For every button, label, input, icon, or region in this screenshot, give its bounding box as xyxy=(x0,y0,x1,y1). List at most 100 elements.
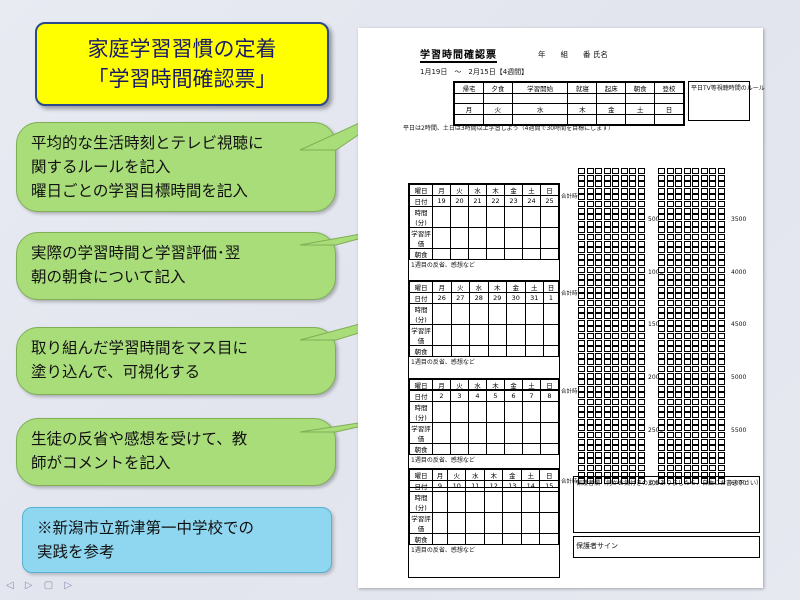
grid-cell[interactable] xyxy=(692,168,699,174)
grid-cell[interactable] xyxy=(692,438,699,445)
grid-cell[interactable] xyxy=(709,260,716,267)
grid-cell[interactable] xyxy=(612,458,619,465)
grid-cell[interactable] xyxy=(603,326,611,333)
grid-cell[interactable] xyxy=(709,306,716,313)
grid-cell[interactable] xyxy=(629,372,636,379)
grid-cell[interactable] xyxy=(578,181,585,188)
grid-cell[interactable] xyxy=(658,372,665,379)
grid-cell[interactable] xyxy=(675,293,682,300)
grid-cell[interactable] xyxy=(683,346,691,353)
grid-cell[interactable] xyxy=(709,359,716,366)
grid-cell[interactable] xyxy=(586,346,594,353)
grid-cell[interactable] xyxy=(603,313,611,320)
entry-cell[interactable] xyxy=(504,401,523,423)
grid-cell[interactable] xyxy=(620,445,628,452)
grid-cell[interactable] xyxy=(603,207,611,214)
grid-cell[interactable] xyxy=(603,280,611,287)
grid-cell[interactable] xyxy=(675,438,682,445)
grid-cell[interactable] xyxy=(700,333,708,339)
grid-cell[interactable] xyxy=(620,267,628,273)
grid-cell[interactable] xyxy=(709,207,716,214)
grid-cell[interactable] xyxy=(700,458,708,465)
grid-cell[interactable] xyxy=(595,465,602,471)
grid-cell[interactable] xyxy=(692,425,699,432)
grid-cell[interactable] xyxy=(675,253,682,260)
grid-cell[interactable] xyxy=(683,392,691,399)
grid-cell[interactable] xyxy=(683,240,691,247)
grid-cell[interactable] xyxy=(578,385,585,392)
grid-cell[interactable] xyxy=(586,432,594,438)
grid-cell[interactable] xyxy=(692,339,699,346)
grid-cell[interactable] xyxy=(692,451,699,458)
grid-cell[interactable] xyxy=(612,187,619,194)
grid-cell[interactable] xyxy=(709,240,716,247)
grid-cell[interactable] xyxy=(692,293,699,300)
grid-cell[interactable] xyxy=(603,372,611,379)
grid-cell[interactable] xyxy=(709,187,716,194)
grid-cell[interactable] xyxy=(717,478,725,485)
grid-cell[interactable] xyxy=(700,293,708,300)
grid-cell[interactable] xyxy=(578,227,585,234)
grid-cell[interactable] xyxy=(717,418,725,425)
grid-cell[interactable] xyxy=(717,379,725,386)
grid-cell[interactable] xyxy=(620,418,628,425)
grid-cell[interactable] xyxy=(620,201,628,207)
grid-cell[interactable] xyxy=(629,366,636,372)
entry-cell[interactable] xyxy=(506,345,526,357)
grid-cell[interactable] xyxy=(586,359,594,366)
grid-cell[interactable] xyxy=(629,405,636,412)
grid-cell[interactable] xyxy=(666,352,674,359)
grid-cell[interactable] xyxy=(666,227,674,234)
grid-cell[interactable] xyxy=(595,174,602,181)
grid-cell[interactable] xyxy=(666,313,674,320)
grid-cell[interactable] xyxy=(629,286,636,293)
grid-cell[interactable] xyxy=(620,306,628,313)
grid-cell[interactable] xyxy=(612,300,619,306)
grid-cell[interactable] xyxy=(603,451,611,458)
grid-cell[interactable] xyxy=(612,240,619,247)
grid-cell[interactable] xyxy=(717,306,725,313)
entry-cell[interactable] xyxy=(432,206,451,228)
grid-cell[interactable] xyxy=(658,293,665,300)
grid-cell[interactable] xyxy=(692,458,699,465)
grid-cell[interactable] xyxy=(612,168,619,174)
grid-cell[interactable] xyxy=(683,313,691,320)
grid-cell[interactable] xyxy=(620,412,628,419)
grid-cell[interactable] xyxy=(595,201,602,207)
grid-cell[interactable] xyxy=(629,174,636,181)
grid-cell[interactable] xyxy=(709,168,716,174)
grid-cell[interactable] xyxy=(658,458,665,465)
grid-cell[interactable] xyxy=(612,366,619,372)
grid-cell[interactable] xyxy=(666,267,674,273)
grid-cell[interactable] xyxy=(692,319,699,326)
grid-cell[interactable] xyxy=(637,352,645,359)
grid-cell[interactable] xyxy=(637,445,645,452)
grid-cell[interactable] xyxy=(595,399,602,405)
grid-cell[interactable] xyxy=(675,214,682,221)
grid-cell[interactable] xyxy=(709,227,716,234)
grid-cell[interactable] xyxy=(612,385,619,392)
grid-cell[interactable] xyxy=(603,379,611,386)
grid-cell[interactable] xyxy=(700,385,708,392)
grid-cell[interactable] xyxy=(717,366,725,372)
grid-cell[interactable] xyxy=(700,306,708,313)
grid-cell[interactable] xyxy=(612,280,619,287)
grid-cell[interactable] xyxy=(658,201,665,207)
grid-cell[interactable] xyxy=(709,451,716,458)
grid-cell[interactable] xyxy=(700,253,708,260)
grid-cell[interactable] xyxy=(709,412,716,419)
grid-cell[interactable] xyxy=(658,174,665,181)
grid-cell[interactable] xyxy=(683,227,691,234)
grid-cell[interactable] xyxy=(666,201,674,207)
grid-cell[interactable] xyxy=(586,313,594,320)
grid-cell[interactable] xyxy=(717,405,725,412)
grid-cell[interactable] xyxy=(666,366,674,372)
grid-cell[interactable] xyxy=(603,267,611,273)
grid-cell[interactable] xyxy=(700,432,708,438)
grid-cell[interactable] xyxy=(578,465,585,471)
grid-cell[interactable] xyxy=(629,438,636,445)
grid-cell[interactable] xyxy=(603,412,611,419)
grid-cell[interactable] xyxy=(658,234,665,240)
grid-cell[interactable] xyxy=(578,412,585,419)
grid-cell[interactable] xyxy=(620,339,628,346)
